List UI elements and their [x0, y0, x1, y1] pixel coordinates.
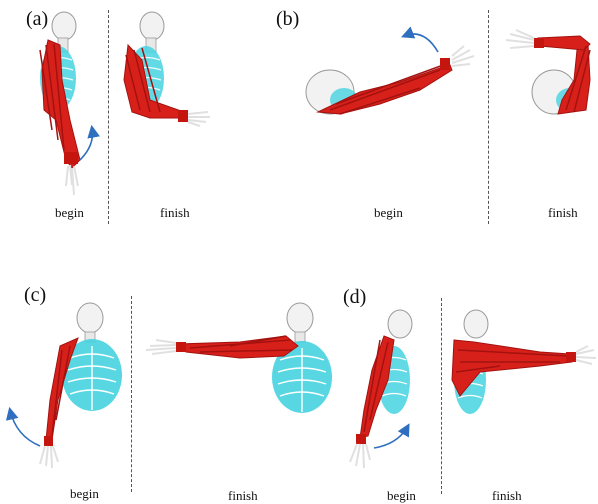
- panel-b-begin-figure: [306, 34, 474, 114]
- panel-c-finish-figure: [146, 303, 332, 413]
- panel-a-finish-figure: [124, 12, 210, 126]
- panel-b-finish-figure: [506, 30, 590, 114]
- panel-a-begin-figure: [40, 12, 93, 195]
- panel-d-begin-figure: [350, 310, 412, 468]
- panel-d-finish-figure: [452, 310, 596, 414]
- panel-c-begin-figure: [10, 303, 122, 468]
